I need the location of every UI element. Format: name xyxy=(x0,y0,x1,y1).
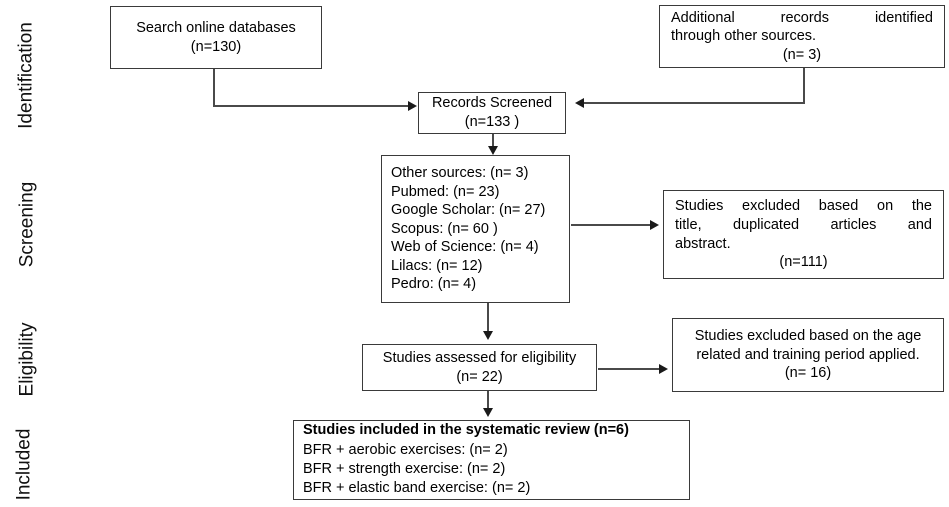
arrowhead-eligibility-to-included xyxy=(483,408,493,417)
records-screened-line1: Records Screened xyxy=(431,95,553,112)
box-search-databases: Search online databases (n=130) xyxy=(110,6,322,69)
additional-records-line1: Additional records identified xyxy=(671,9,933,26)
box-source-breakdown: Other sources: (n= 3) Pubmed: (n= 23) Go… xyxy=(381,155,570,303)
phase-label-identification: Identification xyxy=(15,22,37,129)
excluded-age-line2: related and training period applied. xyxy=(696,346,920,363)
additional-records-line2: through other sources. xyxy=(671,28,817,45)
box-additional-records: Additional records identified through ot… xyxy=(659,5,945,68)
additional-records-count: (n= 3) xyxy=(782,46,822,63)
source-item-google-scholar: Google Scholar: (n= 27) xyxy=(391,202,546,219)
arrowhead-additional-to-screened xyxy=(575,98,584,108)
connector-search-to-screened-horizontal xyxy=(213,105,409,107)
arrowhead-breakdown-to-eligibility xyxy=(483,331,493,340)
connector-eligibility-to-excluded xyxy=(598,368,660,370)
arrowhead-eligibility-to-excluded xyxy=(659,364,668,374)
included-studies-heading: Studies included in the systematic revie… xyxy=(303,422,629,439)
source-item-lilacs: Lilacs: (n= 12) xyxy=(391,257,483,274)
connector-additional-to-screened-horizontal xyxy=(584,102,804,104)
source-item-web-of-science: Web of Science: (n= 4) xyxy=(391,239,539,256)
included-item-aerobic: BFR + aerobic exercises: (n= 2) xyxy=(303,441,508,458)
excluded-age-line1: Studies excluded based on the age xyxy=(694,328,922,344)
arrowhead-breakdown-to-excluded xyxy=(650,220,659,230)
box-excluded-age-training: Studies excluded based on the age relate… xyxy=(672,318,944,392)
arrowhead-search-to-screened xyxy=(408,101,417,111)
box-assessed-eligibility: Studies assessed for eligibility (n= 22) xyxy=(362,344,597,391)
search-databases-count: (n=130) xyxy=(190,38,242,55)
source-item-pedro: Pedro: (n= 4) xyxy=(391,276,477,293)
connector-breakdown-to-excluded xyxy=(571,224,651,226)
source-item-scopus: Scopus: (n= 60 ) xyxy=(391,220,498,237)
excluded-title-line1: Studies excluded based on the xyxy=(675,198,932,215)
connector-search-to-screened-vertical xyxy=(213,69,215,106)
source-item-pubmed: Pubmed: (n= 23) xyxy=(391,183,500,200)
phase-label-included: Included xyxy=(13,428,35,501)
included-item-strength: BFR + strength exercise: (n= 2) xyxy=(303,461,506,477)
arrowhead-screened-to-breakdown xyxy=(488,146,498,155)
search-databases-line1: Search online databases xyxy=(136,19,296,36)
connector-screened-to-breakdown xyxy=(492,134,494,148)
connector-additional-to-screened-vertical xyxy=(803,68,805,104)
excluded-title-count: (n=111) xyxy=(779,254,828,271)
included-item-elastic-band: BFR + elastic band exercise: (n= 2) xyxy=(303,480,531,497)
excluded-age-count: (n= 16) xyxy=(784,365,832,382)
source-item-other: Other sources: (n= 3) xyxy=(391,165,529,182)
phase-label-screening: Screening xyxy=(16,181,38,268)
assessed-eligibility-count: (n= 22) xyxy=(456,368,503,385)
box-excluded-title-abstract: Studies excluded based on the title, dup… xyxy=(663,190,944,279)
connector-eligibility-to-included xyxy=(487,391,489,410)
records-screened-count: (n=133 ) xyxy=(464,114,520,130)
box-included-studies: Studies included in the systematic revie… xyxy=(293,420,690,500)
box-records-screened: Records Screened (n=133 ) xyxy=(418,92,566,134)
assessed-eligibility-line1: Studies assessed for eligibility xyxy=(382,349,577,366)
excluded-title-line2: title, duplicated articles and xyxy=(675,216,932,233)
excluded-title-line3: abstract. xyxy=(675,235,731,252)
connector-breakdown-to-eligibility xyxy=(487,303,489,333)
